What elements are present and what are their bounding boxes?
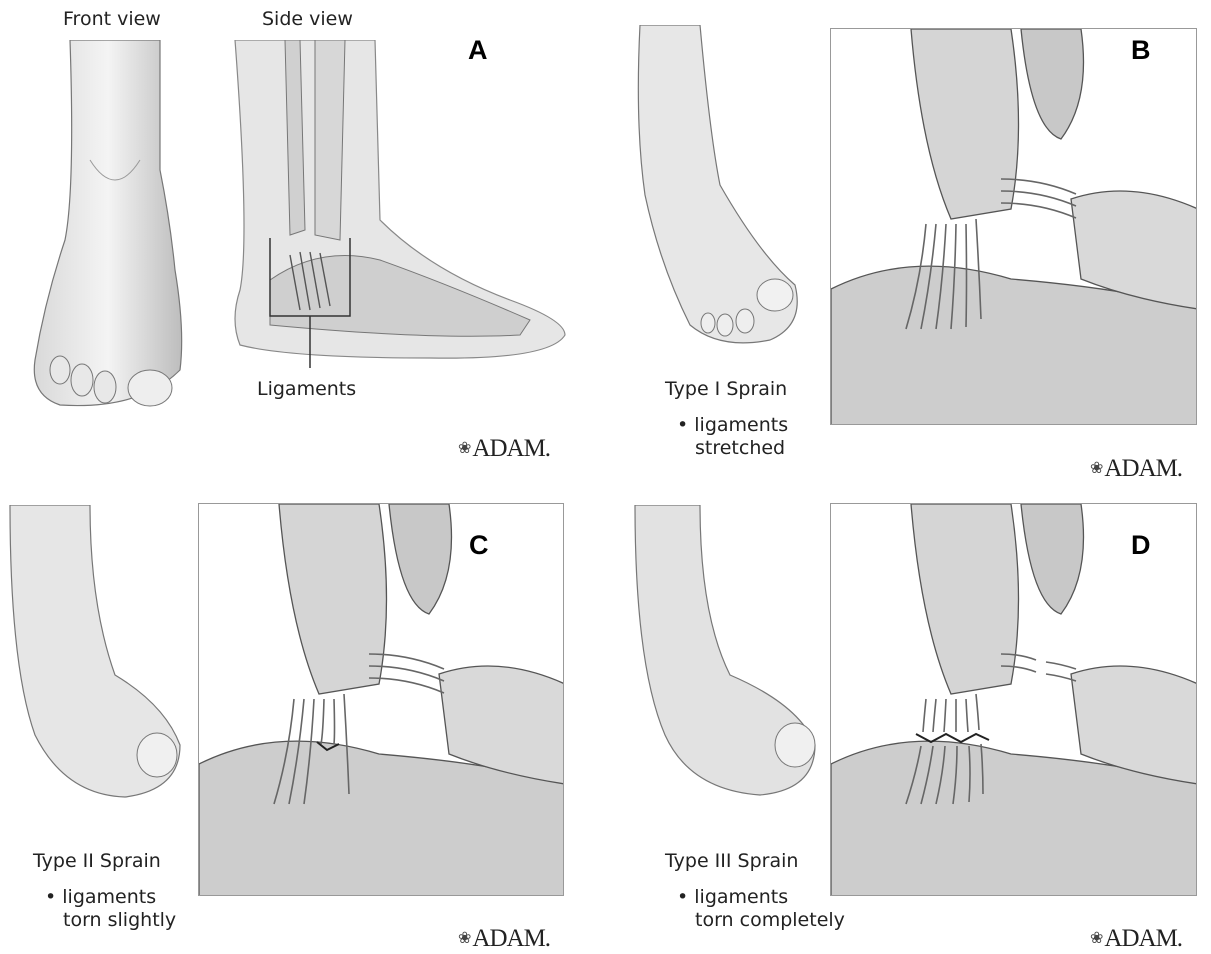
adam-logo-b: ❀ADAM. (1090, 455, 1182, 483)
type-3-title: Type III Sprain (665, 850, 798, 872)
panel-c-letter: C (469, 530, 489, 561)
type-2-bullet: • ligaments (45, 886, 156, 909)
front-view-foot-illustration (20, 40, 200, 420)
type-3-bullet: • ligaments (677, 886, 788, 909)
type-2-foot-illustration (5, 505, 190, 805)
type-3-ankle-bones-illustration (831, 504, 1197, 896)
type-2-title: Type II Sprain (33, 850, 161, 872)
type-2-bullet-line-2: torn slightly (63, 909, 176, 932)
type-1-detail-frame (830, 28, 1197, 425)
ligaments-bracket (268, 236, 358, 394)
type-2-ankle-bones-illustration (199, 504, 564, 896)
panel-d-letter: D (1131, 530, 1151, 561)
side-view-label: Side view (262, 8, 353, 30)
adam-logo-d: ❀ADAM. (1090, 925, 1182, 953)
type-3-foot-illustration (630, 505, 825, 805)
type-1-title: Type I Sprain (665, 378, 787, 400)
adam-logo-c: ❀ADAM. (458, 925, 550, 953)
type-2-detail-frame (198, 503, 564, 896)
adam-logo-mark-icon: ❀ (1090, 930, 1102, 947)
bullet-icon: • (677, 414, 688, 436)
type-1-ankle-bones-illustration (831, 29, 1197, 425)
adam-logo-a: ❀ADAM. (458, 435, 550, 463)
front-view-label: Front view (63, 8, 161, 30)
panel-b-letter: B (1131, 35, 1151, 66)
ligaments-label: Ligaments (257, 378, 356, 400)
bullet-icon: • (45, 886, 56, 908)
type-1-bullet-line-2: stretched (695, 437, 785, 460)
type-3-bullet-line-2: torn completely (695, 909, 845, 932)
bullet-icon: • (677, 886, 688, 908)
type-3-detail-frame (830, 503, 1197, 896)
type-1-bullet: • ligaments (677, 414, 788, 437)
type-1-foot-illustration (630, 25, 805, 355)
adam-logo-mark-icon: ❀ (1090, 460, 1102, 477)
adam-logo-mark-icon: ❀ (458, 930, 470, 947)
adam-logo-mark-icon: ❀ (458, 440, 470, 457)
